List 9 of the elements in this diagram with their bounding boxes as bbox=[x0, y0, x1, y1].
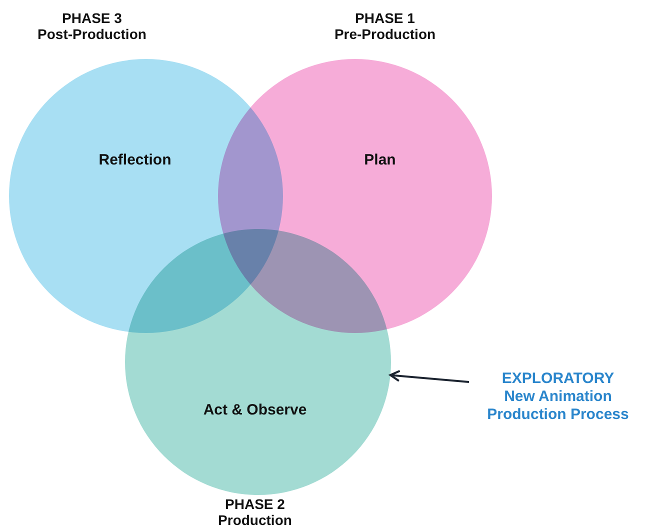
circle-label: Act & Observe bbox=[203, 402, 307, 418]
phase-heading: PHASE 2 Production bbox=[217, 496, 293, 528]
circle-label: Reflection bbox=[98, 152, 172, 168]
process-description: New Animation Production Process bbox=[486, 388, 630, 424]
phase-heading: PHASE 3 Post-Production bbox=[36, 10, 148, 42]
circle-label: Plan bbox=[364, 152, 396, 168]
phase-heading: PHASE 1 Pre-Production bbox=[333, 10, 437, 42]
process-heading: EXPLORATORY bbox=[500, 370, 616, 388]
arrow bbox=[389, 370, 470, 383]
